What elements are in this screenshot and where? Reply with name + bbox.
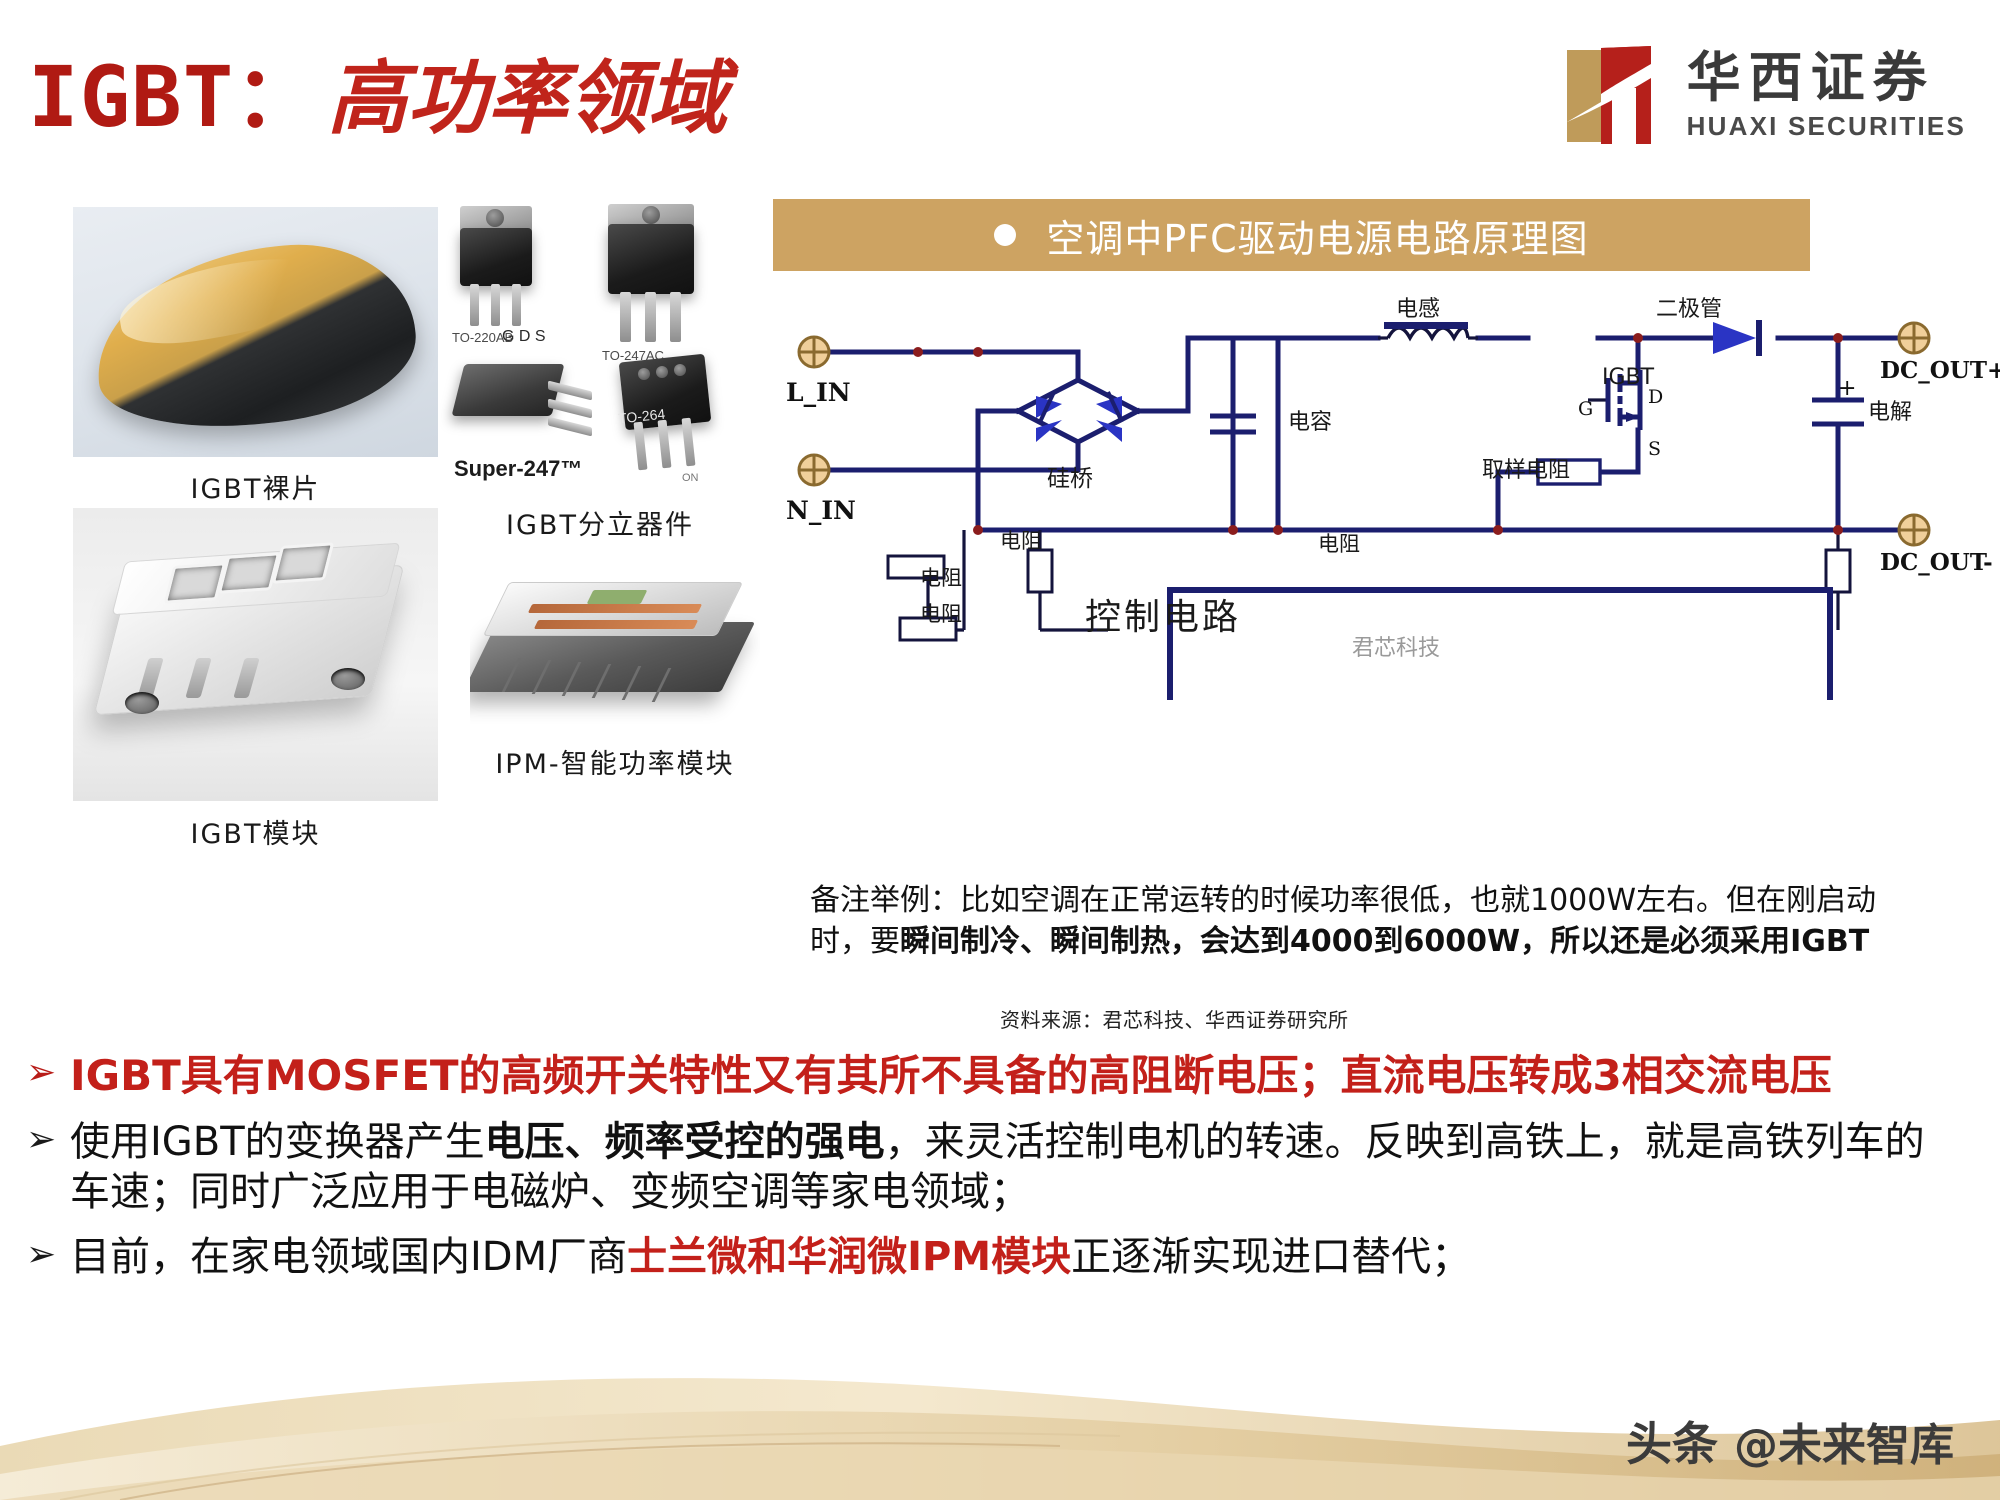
pfc-note-plain: 备注举例：比如空调在正常运转的时候功率很低，也就1000W左右。但在刚启动时，要 — [810, 883, 1877, 960]
circuit-label-igbt-drain: D — [1648, 386, 1664, 408]
caption-igbt-die: IGBT裸片 — [190, 474, 321, 505]
bullet-list: ➢ IGBT具有MOSFET的高频开关特性又有其所不具备的高阻断电压；直流电压转… — [26, 1050, 1976, 1292]
watermark-left: 头条 — [1626, 1417, 1718, 1471]
bullet-2-seg-2: 电压、频率受控的强电 — [484, 1118, 885, 1165]
bullet-3-seg-2-highlight: 士兰微和华润微IPM模块 — [627, 1233, 1072, 1280]
bullet-text-3: 目前，在家电领域国内IDM厂商士兰微和华润微IPM模块正逐渐实现进口替代； — [70, 1232, 1960, 1282]
module-terminal-pad — [163, 562, 227, 604]
pfc-circuit-diagram — [778, 300, 1978, 700]
circuit-label-igbt: IGBT — [1602, 365, 1655, 390]
huaxi-logo: 华西证券 HUAXI SECURITIES — [1555, 44, 1966, 148]
bullet-3-seg-1: 目前，在家电领域国内IDM厂商 — [70, 1233, 628, 1280]
circuit-label-diode: 二极管 — [1656, 297, 1723, 322]
bullet-2-seg-1: 使用IGBT的变换器产生 — [70, 1118, 485, 1165]
caption-ipm: IPM-智能功率模块 — [495, 749, 735, 780]
bullet-item-3: ➢ 目前，在家电领域国内IDM厂商士兰微和华润微IPM模块正逐渐实现进口替代； — [26, 1232, 1976, 1282]
bullet-text-1: IGBT具有MOSFET的高频开关特性又有其所不具备的高阻断电压；直流电压转成3… — [70, 1051, 1832, 1100]
arrow-marker-icon: ➢ — [26, 1118, 57, 1160]
arrow-marker-icon: ➢ — [26, 1052, 57, 1093]
circuit-label-sample-resistor: 取样电阻 — [1482, 458, 1571, 483]
bullet-text-2: 使用IGBT的变换器产生电压、频率受控的强电，来灵活控制电机的转速。反映到高铁上… — [70, 1117, 1960, 1218]
label-to220: TO-220AB — [452, 330, 514, 345]
label-on-logo: ON — [682, 472, 699, 484]
circuit-watermark-text: 君芯科技 — [1352, 636, 1441, 661]
huaxi-logo-text: 华西证券 HUAXI SECURITIES — [1686, 46, 1966, 142]
page-title-en: IGBT： — [28, 48, 320, 146]
circuit-label-bridge: 硅桥 — [1047, 466, 1093, 492]
circuit-label-electrolytic: 电解 — [1868, 400, 1913, 425]
pfc-section-title: 空调中PFC驱动电源电路原理图 — [1046, 216, 1589, 261]
bullet-2-seg-3: ，来灵活控制电机的转速。反映到高铁上，就是高铁列车的车速；同时广泛应用于电磁炉、… — [70, 1118, 1925, 1216]
igbt-module-photo — [73, 508, 438, 801]
bullet-item-2: ➢ 使用IGBT的变换器产生电压、频率受控的强电，来灵活控制电机的转速。反映到高… — [26, 1117, 1976, 1218]
ipm-die — [586, 590, 648, 604]
watermark-right: @未来智库 — [1734, 1420, 1954, 1471]
circuit-label-dc-out-pos: DC_OUT+ — [1880, 357, 2000, 384]
igbt-discretes-photo: TO-220AB G D S TO-247AC Super-247™ — [440, 200, 760, 500]
toutiao-watermark: 头条 @未来智库 — [1626, 1408, 1954, 1474]
huaxi-logo-mark-icon — [1555, 44, 1673, 148]
bullet-3-seg-3: 正逐渐实现进口替代； — [1071, 1233, 1472, 1280]
module-terminal-pad — [271, 542, 335, 584]
circuit-label-resistor: 电阻 — [1318, 532, 1360, 556]
pfc-note: 备注举例：比如空调在正常运转的时候功率很低，也就1000W左右。但在刚启动时，要… — [810, 880, 1900, 963]
module-mount-hole — [331, 668, 365, 690]
circuit-label-resistor: 电阻 — [920, 566, 962, 590]
arrow-marker-icon: ➢ — [26, 1233, 57, 1275]
circuit-label-igbt-gate: G — [1578, 398, 1594, 420]
module-terminal-pad — [217, 552, 281, 594]
caption-igbt-module: IGBT模块 — [190, 819, 321, 850]
circuit-label-inductor: 电感 — [1396, 297, 1441, 322]
circuit-label-n-in: N_IN — [786, 496, 856, 525]
circuit-label-dc-out-neg: DC_OUT- — [1880, 549, 1993, 576]
circuit-label-control-circuit: 控制电路 — [1085, 597, 1242, 638]
ipm-copper-busbar — [533, 620, 699, 629]
label-super247: Super-247™ — [454, 456, 583, 481]
pfc-section-header: 空调中PFC驱动电源电路原理图 — [773, 199, 1810, 271]
circuit-label-l-in: L_IN — [786, 378, 851, 407]
circuit-label-igbt-source: S — [1648, 438, 1662, 460]
igbt-die-photo — [73, 207, 438, 457]
label-to220-pins: G D S — [502, 328, 546, 345]
circuit-label-resistor: 电阻 — [920, 602, 962, 626]
bullet-item-1: ➢ IGBT具有MOSFET的高频开关特性又有其所不具备的高阻断电压；直流电压转… — [26, 1050, 1976, 1103]
ipm-copper-busbar — [527, 604, 703, 613]
logo-name-cn: 华西证券 — [1686, 46, 1935, 110]
source-line: 资料来源：君芯科技、华西证券研究所 — [1000, 1008, 1349, 1032]
module-mount-hole — [125, 692, 159, 714]
circuit-label-capacitor: 电容 — [1288, 410, 1333, 435]
logo-name-en: HUAXI SECURITIES — [1686, 110, 1966, 141]
page-title-cn: 高功率领域 — [327, 51, 728, 145]
circuit-label-electrolytic-plus: + — [1838, 376, 1857, 401]
caption-igbt-discrete: IGBT分立器件 — [506, 510, 694, 541]
circuit-label-resistor: 电阻 — [1000, 529, 1042, 553]
page-title: IGBT： 高功率领域 — [28, 55, 727, 139]
ipm-module-photo — [470, 560, 760, 740]
filled-circle-icon — [994, 224, 1017, 246]
pfc-note-bold: 瞬间制冷、瞬间制热，会达到4000到6000W，所以还是必须采用IGBT — [900, 924, 1870, 960]
